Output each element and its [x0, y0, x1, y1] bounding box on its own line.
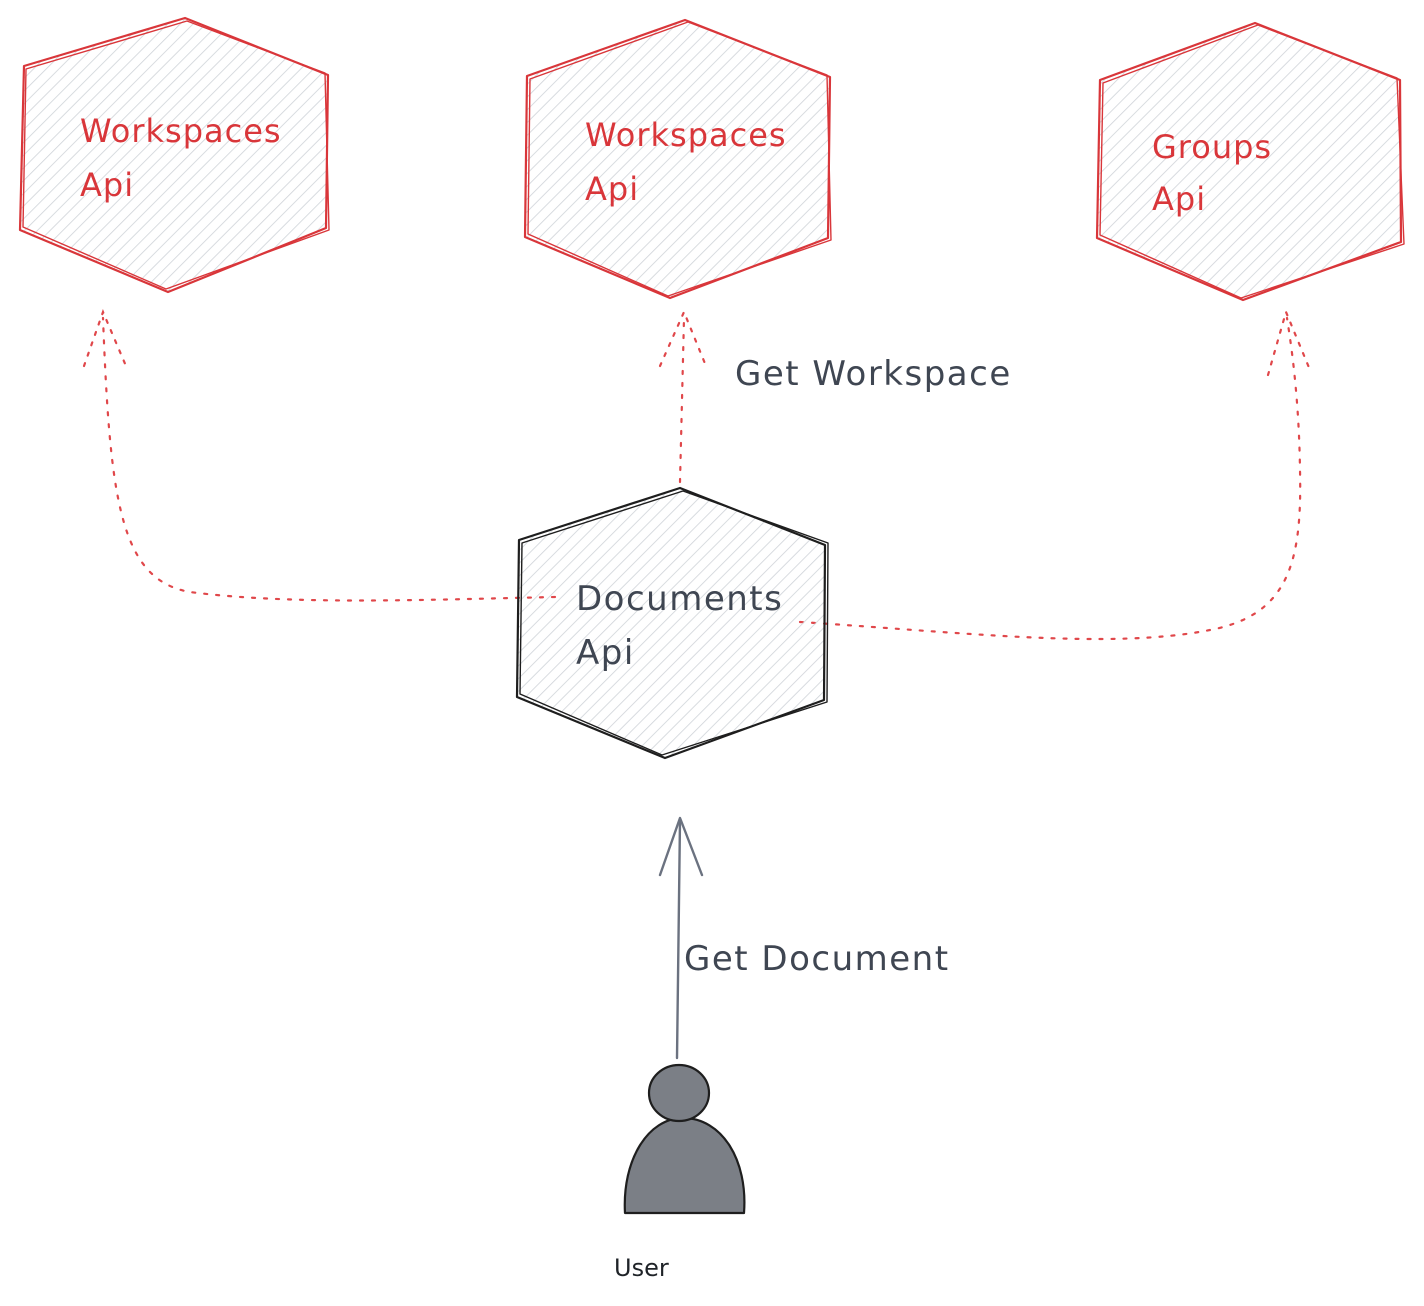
dashed-arrow-to-workspaces-left	[82, 308, 557, 602]
dashed-arrow-to-workspaces-center	[658, 309, 708, 484]
workspaces-api-left-node: Workspaces Api	[18, 16, 330, 294]
documents-api-node: Documents Api	[515, 486, 829, 760]
user-label: User	[614, 1254, 669, 1282]
groups-api-subtitle: Api	[1152, 180, 1206, 218]
workspaces-api-left-subtitle: Api	[80, 166, 134, 204]
get-document-label: Get Document	[684, 939, 950, 979]
solid-arrow-user-to-documents	[658, 816, 704, 1060]
documents-api-subtitle: Api	[576, 633, 635, 673]
dashed-arrow-to-groups	[798, 308, 1312, 641]
user-actor-icon	[623, 1063, 746, 1215]
groups-api-title: Groups	[1152, 128, 1272, 166]
documents-api-title: Documents	[576, 579, 783, 619]
groups-api-node: Groups Api	[1095, 21, 1405, 302]
workspaces-api-center-subtitle: Api	[585, 170, 639, 208]
workspaces-api-center-node: Workspaces Api	[523, 18, 832, 300]
get-workspace-label: Get Workspace	[735, 354, 1012, 394]
workspaces-api-center-title: Workspaces	[585, 116, 787, 154]
workspaces-api-left-title: Workspaces	[80, 112, 282, 150]
